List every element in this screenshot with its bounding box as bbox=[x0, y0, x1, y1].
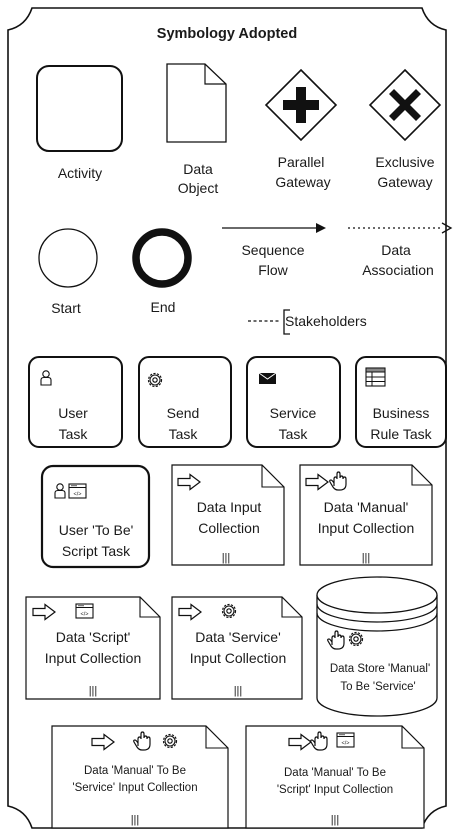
data-object-symbol: Data Object bbox=[166, 63, 227, 196]
data-store-label-1: Data Store 'Manual' bbox=[330, 663, 430, 675]
data-store-label-2: To Be 'Service' bbox=[340, 681, 415, 693]
table-icon bbox=[365, 367, 386, 387]
data-association-label-2: Association bbox=[362, 262, 434, 278]
data-association-label-1: Data bbox=[381, 242, 411, 258]
data-service-input-collection-symbol: Data 'Service' Input Collection ||| bbox=[171, 596, 303, 700]
data-manual-to-be-script-input-collection-symbol: Data 'Manual' To Be 'Script' Input Colle… bbox=[245, 725, 425, 829]
user-to-be-script-task-symbol: User 'To Be' Script Task bbox=[40, 464, 151, 569]
stakeholders-symbol: Stakeholders bbox=[248, 309, 367, 335]
sequence-flow-label-1: Sequence bbox=[241, 242, 304, 258]
envelope-icon bbox=[258, 372, 277, 384]
data-input-collection-symbol: Data Input Collection ||| bbox=[171, 464, 285, 566]
data-script-input-collection-label-2: Input Collection bbox=[45, 650, 142, 666]
user-to-be-script-task-label-1: User 'To Be' bbox=[59, 522, 134, 538]
data-object-label-2: Object bbox=[178, 180, 219, 196]
person-icon bbox=[54, 483, 66, 499]
data-manual-to-be-script-label-1: Data 'Manual' To Be bbox=[284, 767, 386, 779]
gear-icon bbox=[348, 631, 364, 647]
parallel-gateway-symbol: Parallel Gateway bbox=[264, 68, 338, 190]
service-task-label-1: Service bbox=[270, 405, 317, 421]
data-manual-to-be-service-label-2: 'Service' Input Collection bbox=[72, 782, 197, 794]
start-label: Start bbox=[51, 300, 81, 316]
data-input-collection-label-1: Data Input bbox=[197, 499, 262, 515]
collection-marker: ||| bbox=[89, 685, 98, 697]
send-task-label-2: Task bbox=[169, 426, 199, 442]
data-store-manual-to-be-service-symbol: Data Store 'Manual' To Be 'Service' bbox=[316, 576, 438, 717]
user-task-label-1: User bbox=[58, 405, 88, 421]
gear-icon bbox=[221, 603, 237, 619]
collection-marker: ||| bbox=[131, 814, 140, 826]
script-icon bbox=[68, 483, 87, 499]
data-service-input-collection-label-2: Input Collection bbox=[190, 650, 287, 666]
parallel-gateway-label-1: Parallel bbox=[278, 154, 325, 170]
start-event-symbol: Start bbox=[38, 228, 98, 316]
collection-marker: ||| bbox=[362, 552, 371, 564]
collection-marker: ||| bbox=[331, 814, 340, 826]
user-task-symbol: User Task bbox=[28, 356, 123, 448]
data-manual-input-collection-label-1: Data 'Manual' bbox=[324, 499, 409, 515]
data-manual-input-collection-symbol: Data 'Manual' Input Collection ||| bbox=[299, 464, 433, 566]
business-rule-task-label-2: Rule Task bbox=[370, 426, 432, 442]
data-manual-input-collection-label-2: Input Collection bbox=[318, 520, 415, 536]
data-script-input-collection-symbol: Data 'Script' Input Collection ||| bbox=[25, 596, 161, 700]
service-task-symbol: Service Task bbox=[246, 356, 341, 448]
collection-marker: ||| bbox=[222, 552, 231, 564]
service-task-label-2: Task bbox=[279, 426, 309, 442]
send-task-symbol: Send Task bbox=[138, 356, 232, 448]
data-object-label-1: Data bbox=[183, 161, 213, 177]
exclusive-gateway-label-2: Gateway bbox=[377, 174, 432, 190]
data-manual-to-be-script-label-2: 'Script' Input Collection bbox=[277, 784, 393, 796]
data-service-input-collection-label-1: Data 'Service' bbox=[195, 629, 281, 645]
sequence-flow-label-2: Flow bbox=[258, 262, 288, 278]
data-input-collection-label-2: Collection bbox=[198, 520, 259, 536]
user-to-be-script-task-label-2: Script Task bbox=[62, 543, 131, 559]
script-icon bbox=[75, 603, 94, 619]
person-icon bbox=[40, 370, 52, 386]
data-manual-to-be-service-input-collection-symbol: Data 'Manual' To Be 'Service' Input Coll… bbox=[51, 725, 229, 829]
business-rule-task-symbol: Business Rule Task bbox=[355, 356, 447, 448]
activity-label: Activity bbox=[58, 165, 102, 181]
gear-icon bbox=[147, 372, 163, 388]
data-association-symbol: Data Association bbox=[348, 222, 453, 278]
activity-symbol: Activity bbox=[36, 65, 123, 181]
sequence-flow-symbol: Sequence Flow bbox=[222, 223, 326, 278]
exclusive-gateway-label-1: Exclusive bbox=[375, 154, 434, 170]
data-script-input-collection-label-1: Data 'Script' bbox=[56, 629, 131, 645]
page-title: Symbology Adopted bbox=[157, 26, 297, 42]
data-manual-to-be-service-label-1: Data 'Manual' To Be bbox=[84, 765, 186, 777]
exclusive-gateway-symbol: Exclusive Gateway bbox=[368, 68, 442, 190]
send-task-label-1: Send bbox=[167, 405, 200, 421]
parallel-gateway-label-2: Gateway bbox=[275, 174, 330, 190]
end-label: End bbox=[151, 299, 176, 315]
script-icon bbox=[336, 732, 355, 748]
collection-marker: ||| bbox=[234, 685, 243, 697]
user-task-label-2: Task bbox=[59, 426, 89, 442]
end-event-symbol: End bbox=[132, 228, 192, 315]
business-rule-task-label-1: Business bbox=[373, 405, 430, 421]
stakeholders-label: Stakeholders bbox=[285, 313, 367, 329]
gear-icon bbox=[162, 733, 178, 749]
